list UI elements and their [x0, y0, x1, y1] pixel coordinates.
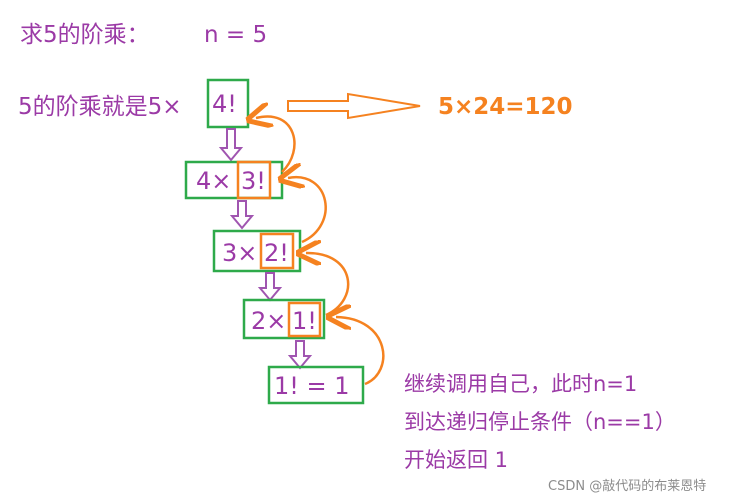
down-arrow-3 [257, 272, 283, 302]
node-1-inner: 4! [212, 90, 237, 118]
result-text: 5×24=120 [438, 94, 573, 120]
down-arrow-1 [218, 128, 244, 162]
node-3-prefix: 3× [222, 239, 257, 267]
node-4-inner: 1! [292, 307, 317, 335]
node-4-inner-box [287, 301, 322, 338]
hollow-result-arrow [287, 92, 421, 120]
note-line-1: 继续调用自己，此时n=1 [404, 372, 638, 396]
node-box-5 [267, 365, 365, 405]
param-text: n = 5 [204, 22, 268, 48]
node-2-inner-box [236, 160, 272, 200]
node-2-prefix: 4× [196, 167, 231, 195]
node-5-base: 1! = 1 [274, 372, 350, 400]
node-3-inner: 2! [264, 239, 289, 267]
note-line-3: 开始返回 1 [404, 448, 509, 472]
title-text: 求5的阶乘： [20, 22, 150, 48]
watermark: CSDN @敲代码的布莱恩特 [548, 479, 707, 494]
intro-text: 5的阶乘就是5× [18, 94, 182, 120]
node-4-prefix: 2× [251, 307, 286, 335]
return-arrow-2 [288, 177, 327, 244]
down-arrow-4 [287, 340, 313, 370]
node-box-4 [242, 298, 326, 340]
node-3-inner-box [259, 232, 295, 270]
note-line-2: 到达递归停止条件（n==1） [404, 410, 676, 434]
return-arrow-3 [306, 253, 350, 317]
return-arrow-4 [336, 317, 385, 386]
node-2-inner: 3! [241, 167, 266, 195]
return-arrow-1 [256, 116, 296, 173]
down-arrow-2 [229, 200, 255, 230]
